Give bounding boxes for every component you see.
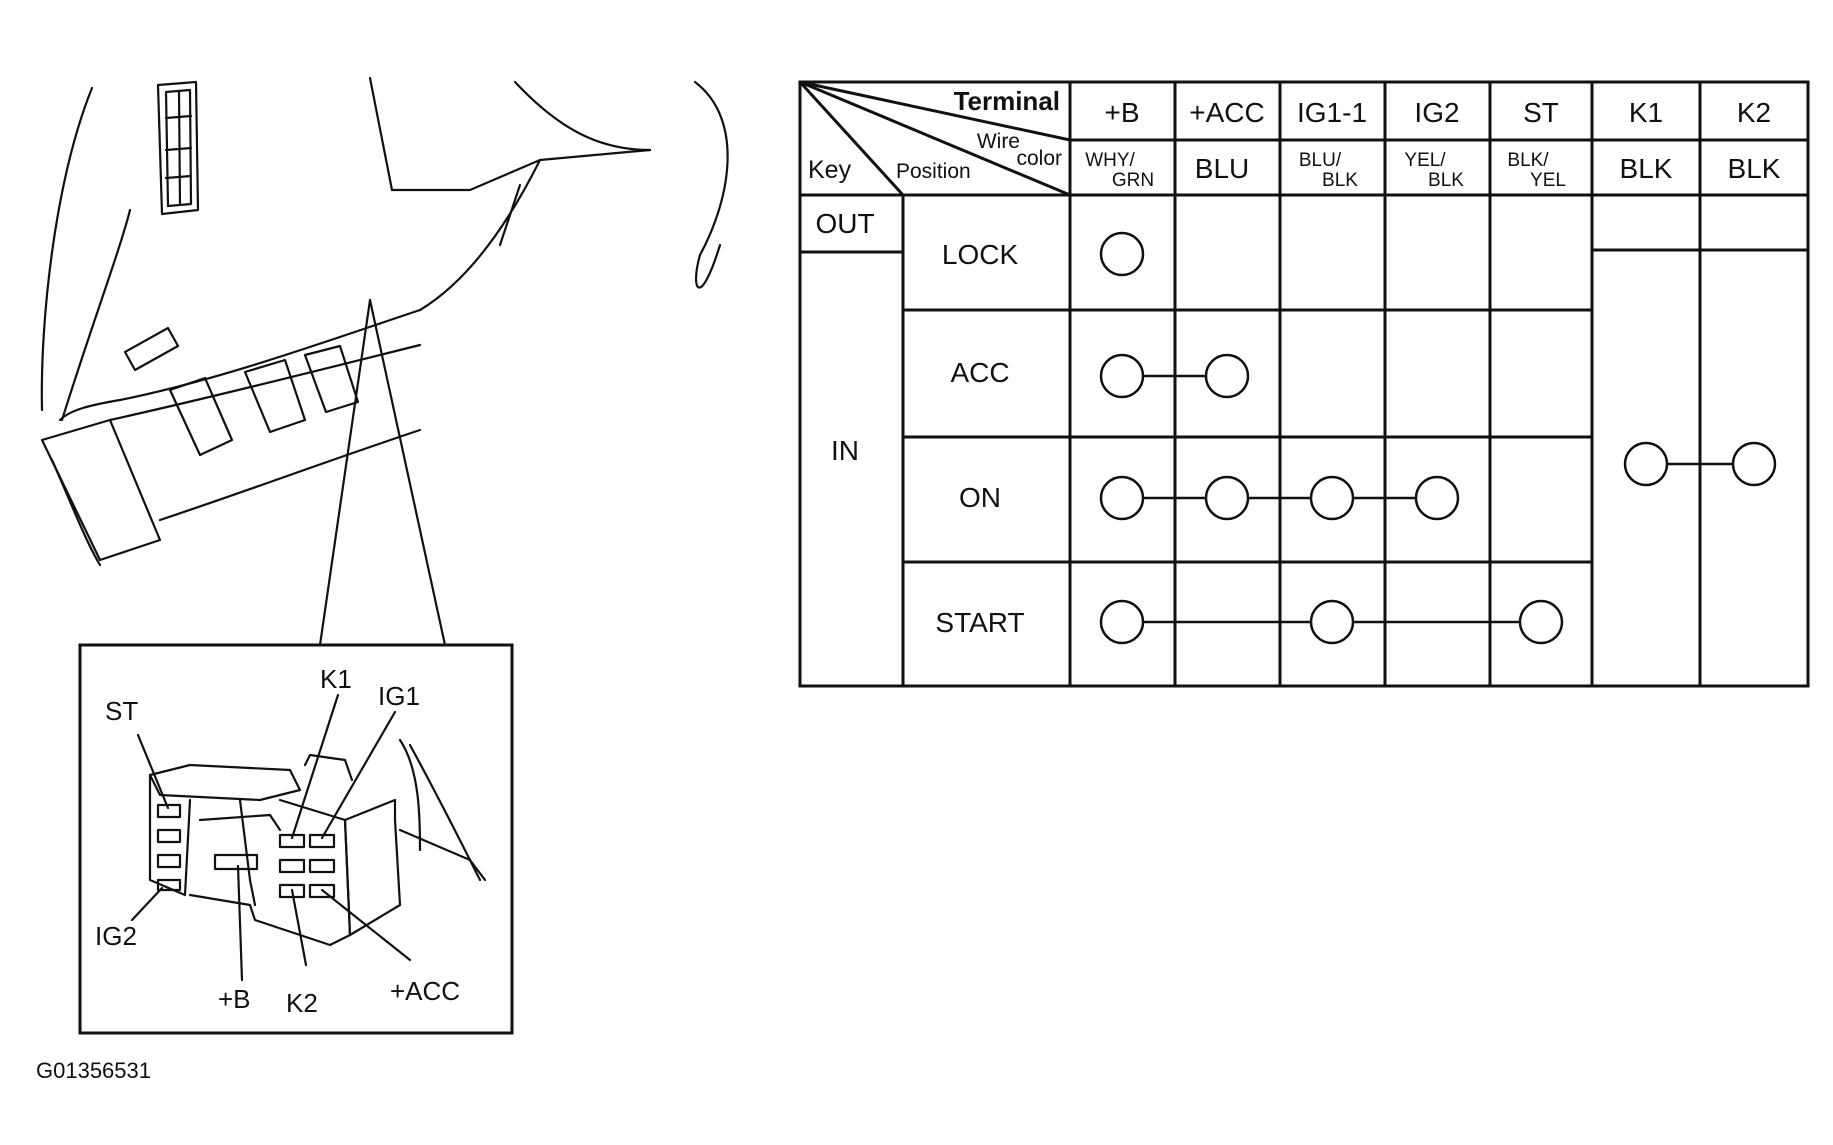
wire-color-plus-b-1: WHY/ — [1085, 150, 1135, 171]
continuity-start-st-mark — [1518, 599, 1564, 645]
position-lock: LOCK — [942, 239, 1019, 270]
key-switch-in-k1-mark — [1623, 441, 1669, 487]
wire-color-st-1: BLK/ — [1507, 150, 1549, 171]
wire-color-st-2: YEL — [1530, 170, 1566, 191]
connector-label-ig2: IG2 — [95, 921, 137, 951]
terminal-header-k1: K1 — [1629, 97, 1663, 128]
header-wire: Wire — [977, 130, 1020, 153]
figure-id: G01356531 — [36, 1058, 151, 1083]
callout-lines — [318, 298, 447, 647]
connector-inset: ST K1 IG1 IG2 +B K2 +ACC — [78, 643, 514, 1035]
wire-color-ig2-2: BLK — [1428, 170, 1464, 191]
connector-label-k1: K1 — [320, 664, 352, 694]
continuity-start-plus-b-mark — [1099, 599, 1145, 645]
wire-color-plus-b-2: GRN — [1112, 170, 1154, 191]
continuity-marks — [1099, 231, 1777, 645]
connector-label-st: ST — [105, 696, 138, 726]
continuity-lock-plus-b-mark — [1099, 231, 1145, 277]
terminal-header-k2: K2 — [1737, 97, 1771, 128]
connector-label-plus-b: +B — [218, 984, 251, 1014]
wire-color-ig2-1: YEL/ — [1404, 150, 1446, 171]
dashboard-illustration — [40, 76, 729, 567]
connector-label-plus-acc: +ACC — [390, 976, 460, 1006]
continuity-on-ig2-mark — [1414, 475, 1460, 521]
wire-color-ig1-1-2: BLK — [1322, 170, 1358, 191]
terminal-header-st: ST — [1523, 97, 1559, 128]
position-acc: ACC — [950, 357, 1009, 388]
position-start: START — [935, 607, 1024, 638]
wire-color-k1: BLK — [1620, 153, 1673, 184]
header-key: Key — [808, 156, 852, 184]
wire-color-k2: BLK — [1728, 153, 1781, 184]
wire-color-ig1-1-1: BLU/ — [1299, 150, 1342, 171]
header-color: color — [1016, 147, 1062, 170]
continuity-start-ig1-1-mark — [1309, 599, 1355, 645]
continuity-on-plus-acc-mark — [1204, 475, 1250, 521]
connector-body — [148, 738, 487, 947]
wire-color-plus-acc: BLU — [1195, 153, 1249, 184]
key-state-out: OUT — [815, 208, 874, 239]
continuity-acc-plus-acc-mark — [1204, 353, 1250, 399]
continuity-on-plus-b-mark — [1099, 475, 1145, 521]
terminal-header-ig1-1: IG1-1 — [1297, 97, 1367, 128]
connector-label-k2: K2 — [286, 988, 318, 1018]
position-on: ON — [959, 482, 1001, 513]
terminal-header-ig2: IG2 — [1414, 97, 1459, 128]
continuity-acc-plus-b-mark — [1099, 353, 1145, 399]
terminal-header-plus-acc: +ACC — [1189, 97, 1264, 128]
header-terminal: Terminal — [954, 86, 1060, 116]
connector-label-ig1: IG1 — [378, 681, 420, 711]
continuity-table: Terminal Wire color Key Position +B +ACC… — [798, 80, 1810, 688]
continuity-on-ig1-1-mark — [1309, 475, 1355, 521]
header-position: Position — [896, 160, 971, 183]
terminal-header-plus-b: +B — [1104, 97, 1139, 128]
key-state-in: IN — [831, 435, 859, 466]
key-switch-in-k2-mark — [1731, 441, 1777, 487]
